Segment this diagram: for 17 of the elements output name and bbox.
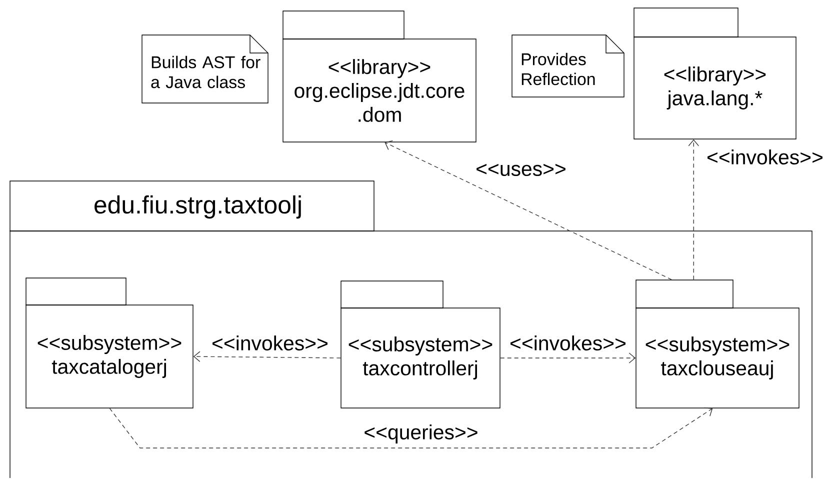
edge-label: <<invokes>>: [210, 334, 330, 352]
note-box: Provides Reflection: [512, 34, 624, 98]
package-box: <<subsystem>> taxcatalogerj: [26, 278, 194, 408]
edge-label: <<invokes>>: [508, 334, 628, 352]
dependency-arrow: [193, 351, 341, 362]
edge-label: <<uses>>: [474, 162, 568, 178]
dependency-arrow: [109, 407, 713, 448]
dependency-arrow: [384, 140, 672, 280]
edge-label: <<invokes>>: [706, 148, 824, 166]
note-box: Builds AST for a Java class: [142, 34, 268, 104]
package-box: <<library>> org.eclipse.jdt.core .dom: [282, 10, 476, 142]
edge-label: <<queries>>: [362, 423, 480, 444]
package-box: <<library>> java.lang.*: [634, 8, 796, 140]
package-box: <<subsystem>> taxclouseauj: [636, 280, 800, 408]
package-box: <<subsystem>> taxcontrollerj: [340, 280, 500, 408]
dependency-arrow: [500, 352, 636, 364]
dependency-arrow: [688, 139, 699, 280]
